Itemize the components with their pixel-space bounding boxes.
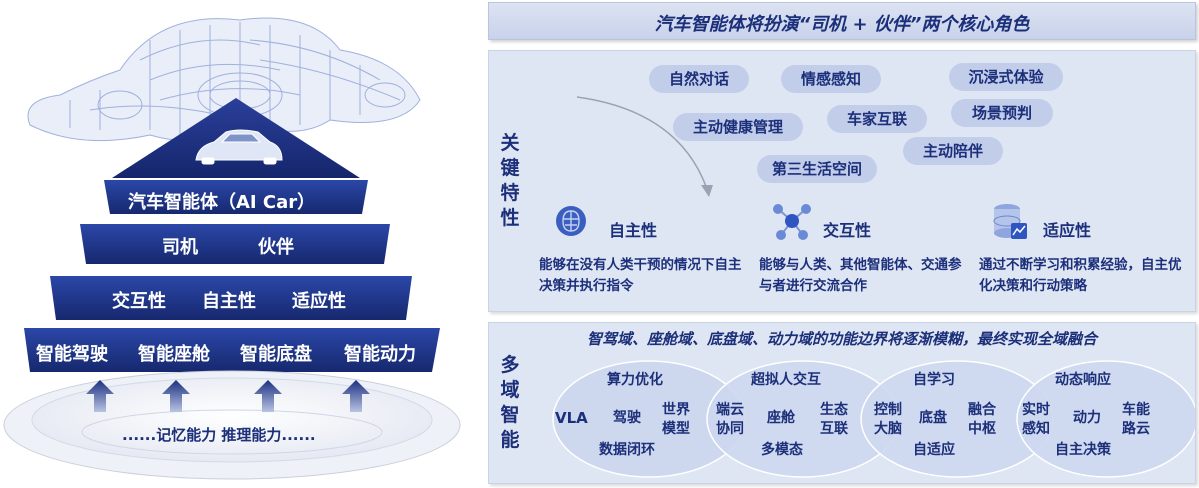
pill-immersive-experience: 沉浸式体验 [949, 63, 1063, 91]
tier-domain-cockpit: 智能座舱 [138, 344, 210, 365]
tier-trait-autonomy: 自主性 [202, 291, 256, 312]
tier-ai-car-label: 汽车智能体（AI Car） [128, 192, 316, 213]
feature-adaptability-title: 适应性 [1043, 221, 1092, 240]
c4-left: 实时感知 [1022, 402, 1050, 437]
tier-trait-interactivity: 交互性 [112, 291, 166, 312]
feature-interactivity-title: 交互性 [823, 221, 872, 240]
robot-hand-illustration [27, 17, 421, 142]
c1-left: VLA [555, 409, 588, 427]
c4-center: 动力 [1073, 410, 1101, 426]
c3-center: 底盘 [919, 410, 947, 426]
key-features-panel: 关键特性 自然对话 情感感知 沉浸式体验 场景预判 主动健康管理 车家互联 主动… [488, 50, 1196, 312]
car-icon [195, 129, 283, 165]
key-features-label: 关键特性 [500, 132, 520, 229]
tier-domain-driving: 智能驾驶 [36, 344, 108, 365]
pill-natural-dialogue: 自然对话 [649, 65, 749, 93]
tier-trait-adaptability: 适应性 [292, 291, 346, 312]
up-arrow-icons [86, 380, 370, 412]
feature-autonomy-title: 自主性 [609, 221, 658, 240]
c2-bottom: 多模态 [761, 442, 803, 458]
multi-domain-subtitle: 智驾域、座舱域、底盘域、动力域的功能边界将逐渐模糊，最终实现全域融合 [586, 330, 1097, 348]
c2-left: 端云协同 [716, 402, 744, 437]
tier-ai-car [104, 180, 368, 214]
pyramid-svg [3, 17, 461, 480]
tier-traits [50, 276, 412, 320]
multi-domain-label: 多域智能 [500, 354, 520, 451]
tier-roles [80, 224, 390, 264]
pill-third-living-space: 第三生活空间 [757, 155, 877, 183]
domain-circles [552, 360, 1195, 478]
circle-power [1016, 360, 1195, 478]
page-title: 汽车智能体将扮演“司机 + 伙伴”两个核心角色 [654, 14, 1030, 35]
c4-top: 动态响应 [1055, 372, 1111, 388]
curved-arrow-icon [576, 96, 713, 197]
multi-domain-panel: 智驾域、座舱域、底盘域、动力域的功能边界将逐渐模糊，最终实现全域融合 多域智能 … [488, 322, 1196, 484]
c3-left: 控制大脑 [874, 402, 902, 437]
title-bar: 汽车智能体将扮演“司机 + 伙伴”两个核心角色 [488, 2, 1196, 40]
network-icon [773, 204, 811, 240]
pill-emotion-perception: 情感感知 [781, 65, 881, 93]
c3-bottom: 自适应 [913, 442, 955, 458]
pill-active-companion: 主动陪伴 [903, 137, 1003, 165]
c4-bottom: 自主决策 [1055, 442, 1111, 458]
c1-right: 世界模型 [662, 402, 690, 437]
database-icon [993, 204, 1027, 239]
c4-right: 车能路云 [1122, 402, 1150, 437]
c2-center: 座舱 [767, 410, 795, 426]
tier-domains [24, 328, 440, 372]
c1-top: 算力优化 [607, 372, 663, 388]
brain-icon [556, 206, 586, 236]
pill-car-home: 车家互联 [827, 105, 927, 133]
c2-right: 生态互联 [820, 402, 848, 437]
c3-top: 自学习 [913, 372, 955, 388]
feature-interactivity-desc: 能够与人类、其他智能体、交通参与者进行交流合作 [759, 257, 962, 294]
tier-role-partner: 伙伴 [258, 237, 294, 258]
feature-adaptability-desc: 通过不断学习和积累经验，自主优化决策和行动策略 [979, 257, 1182, 294]
c1-center: 驾驶 [613, 410, 641, 426]
c3-right: 融合中枢 [968, 402, 996, 437]
tier-role-driver: 司机 [162, 237, 198, 258]
c2-top: 超拟人交互 [751, 372, 821, 388]
pill-scene-prediction: 场景预判 [951, 99, 1053, 127]
c1-bottom: 数据闭环 [599, 442, 655, 458]
pedestal-label: ......记忆能力 推理能力...... [122, 426, 316, 444]
tier-domain-power: 智能动力 [344, 344, 416, 365]
feature-autonomy-desc: 能够在没有人类干预的情况下自主决策并执行指令 [539, 257, 742, 294]
pyramid-graphic: 汽车智能体（AI Car） 司机 伙伴 交互性 自主性 适应性 智能驾驶 智能座… [0, 0, 470, 488]
pill-health-management: 主动健康管理 [673, 113, 803, 141]
tier-domain-chassis: 智能底盘 [240, 344, 312, 365]
